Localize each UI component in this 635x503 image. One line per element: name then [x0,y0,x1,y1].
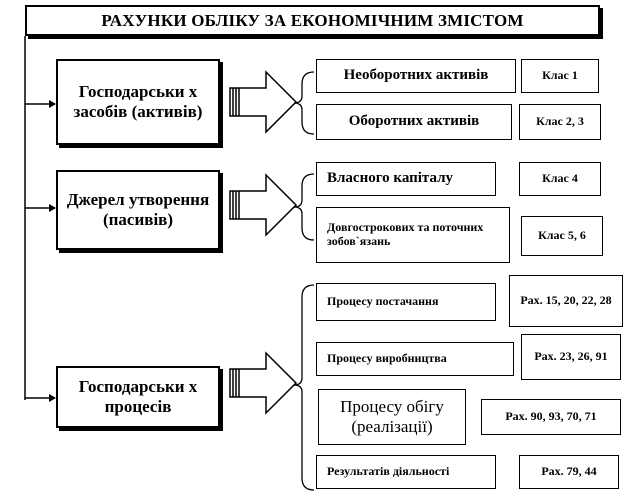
brace-1 [293,71,315,135]
item-liabilities: Довгострокових та поточних зобов`язань [316,207,510,263]
class-supply-process: Рах. 15, 20, 22, 28 [509,275,623,327]
branch-arrow-processes [25,394,56,402]
brace-2 [293,173,315,241]
class-production-process: Рах. 23, 26, 91 [521,334,621,380]
class-circulation-process: Рах. 90, 93, 70, 71 [481,399,621,435]
category-sources: Джерел утворення (пасивів) [56,170,220,250]
item-equity: Власного капіталу [316,162,496,196]
item-circulation-process: Процесу обігу (реалізації) [318,389,466,445]
class-liabilities: Клас 5, 6 [521,216,603,256]
hollow-arrow-2 [229,173,298,237]
class-equity: Клас 4 [519,162,601,196]
item-activity-results: Результатів діяльності [316,455,496,489]
class-activity-results: Рах. 79, 44 [519,455,619,489]
category-assets: Господарськи х засобів (активів) [56,59,220,145]
item-supply-process: Процесу постачання [316,283,496,321]
diagram-title-text: РАХУНКИ ОБЛІКУ ЗА ЕКОНОМІЧНИМ ЗМІСТОМ [101,10,524,30]
class-current-assets: Клас 2, 3 [519,104,601,140]
branch-arrow-assets [25,100,56,108]
item-production-process: Процесу виробництва [316,342,514,376]
category-processes: Господарськи х процесів [56,366,220,428]
hollow-arrow-3 [229,351,298,415]
diagram-title: РАХУНКИ ОБЛІКУ ЗА ЕКОНОМІЧНИМ ЗМІСТОМ [25,5,600,36]
branch-arrow-sources [25,204,56,212]
hollow-arrow-1 [229,70,298,134]
brace-3 [293,284,315,491]
item-non-current-assets: Необоротних активів [316,59,516,93]
item-current-assets: Оборотних активів [316,104,512,140]
class-non-current-assets: Клас 1 [521,59,599,93]
